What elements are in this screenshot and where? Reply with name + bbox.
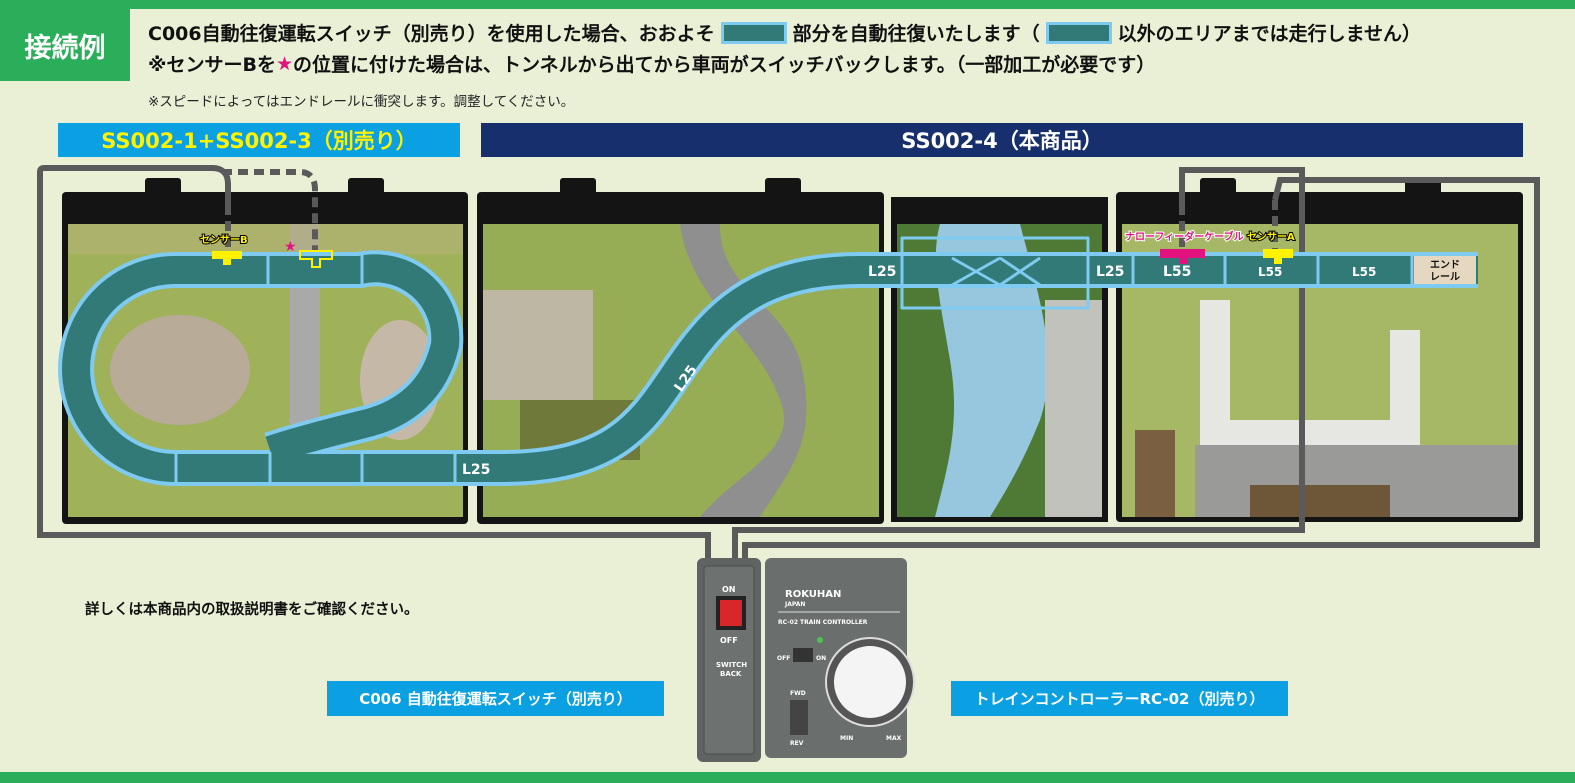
text: C006自動往復運転スイッチ（別売り）を使用した場合、おおよそ: [148, 23, 715, 45]
speed-knob: [834, 646, 906, 718]
text: ※センサーBを: [148, 54, 276, 76]
track-swatch: [1045, 21, 1112, 44]
on-label: ON: [722, 585, 736, 594]
direction-switch: [790, 700, 808, 735]
feeder-cable: ナローフィーダーケーブル: [1124, 229, 1245, 264]
feeder-label: ナローフィーダーケーブル: [1125, 230, 1244, 243]
track-label: L55: [1258, 265, 1282, 279]
top-bar: [0, 0, 1575, 9]
power-switch: [793, 648, 813, 662]
header-line-2: ※センサーBを★の位置に付けた場合は、トンネルから出てから車両がスイッチバックし…: [148, 50, 1155, 77]
track-label: L25: [462, 462, 490, 478]
text: 部分を自動往復いたします（: [792, 23, 1040, 45]
end-rail-label: エンド: [1430, 259, 1460, 271]
switch-name: BACK: [720, 670, 742, 678]
sensor-a: センサーA: [1246, 230, 1296, 264]
end-rail-label: レール: [1430, 272, 1460, 283]
sensor-b-label: センサーB: [200, 234, 248, 246]
fwd-label: FWD: [790, 690, 806, 697]
min-label: MIN: [840, 735, 853, 742]
on-label: ON: [816, 655, 826, 662]
power-led: [817, 637, 823, 643]
sensor-a-label: センサーA: [1247, 231, 1295, 243]
brand-logo: ROKUHAN: [785, 589, 841, 600]
switch-label: C006 自動往復運転スイッチ（別売り）: [327, 681, 664, 716]
rev-label: REV: [790, 740, 804, 747]
switch-name: SWITCH: [716, 661, 747, 669]
controller-title: TRAIN CONTROLLER: [800, 619, 868, 626]
star-icon: ★: [275, 52, 294, 75]
text: 以外のエリアまでは走行しません）: [1117, 23, 1422, 45]
sensor-b-alt-position: ★: [284, 239, 333, 268]
track-label: L55: [1163, 264, 1191, 280]
track-label: L25: [868, 264, 896, 280]
manual-note: 詳しくは本商品内の取扱説明書をご確認ください。: [85, 602, 419, 618]
track-swatch: [720, 21, 787, 44]
controller-label: トレインコントローラーRC-02（別売り）: [951, 681, 1288, 716]
wires: [37, 165, 1540, 560]
track-label: L55: [1352, 265, 1376, 279]
board-4: [1116, 178, 1523, 522]
model-label: RC-02: [778, 619, 798, 626]
section-label-left: SS002-1+SS002-3（別売り）: [58, 123, 460, 157]
sensor-b: センサーB: [199, 233, 249, 265]
power-toggle: [720, 600, 742, 626]
section-label-right: SS002-4（本商品）: [481, 123, 1523, 157]
track: [58, 236, 1478, 486]
tunnel-bridge: [900, 236, 1090, 310]
section-tag: 接続例: [0, 9, 130, 81]
train-controller: ROKUHAN JAPAN RC-02 TRAIN CONTROLLER OFF…: [765, 558, 915, 758]
auto-switch-device: ON OFF SWITCH BACK: [697, 558, 761, 762]
speed-note: ※スピードによってはエンドレールに衝突します。調整してください。: [148, 94, 575, 110]
board-tunnel: [891, 197, 1108, 522]
brand-sub: JAPAN: [784, 601, 805, 608]
bottom-bar: [0, 772, 1575, 783]
off-label: OFF: [777, 655, 790, 662]
text: の位置に付けた場合は、トンネルから出てから車両がスイッチバックします。（一部加工…: [293, 54, 1156, 76]
header-line-1: C006自動往復運転スイッチ（別売り）を使用した場合、おおよそ 部分を自動往復いた…: [148, 19, 1421, 46]
star-icon: ★: [284, 239, 297, 255]
off-label: OFF: [720, 636, 738, 645]
max-label: MAX: [886, 735, 902, 742]
track-label: L25: [1096, 264, 1124, 280]
